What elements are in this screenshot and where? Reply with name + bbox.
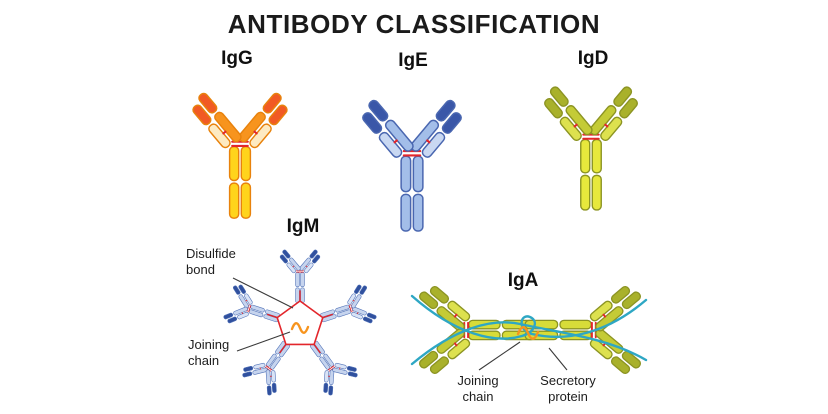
annotation-line: protein	[548, 389, 588, 405]
leader-joining-chain-iga	[478, 341, 521, 371]
label-iga: IgA	[507, 270, 539, 291]
annotation-line: chain	[188, 353, 220, 369]
annotation-joining-chain-igm: Joining chain	[188, 337, 229, 370]
annotation-line: Disulfide	[186, 246, 236, 261]
igm-joining-chain	[290, 322, 310, 334]
iga-joining-chain	[516, 326, 540, 340]
iga-dimer	[410, 281, 648, 379]
annotation-secretory-protein: Secretory protein	[526, 373, 610, 406]
annotation-line: Joining	[457, 373, 499, 388]
igm-monomer	[220, 280, 287, 340]
igm-monomer	[313, 280, 380, 340]
disulfide-spoke	[279, 343, 287, 354]
label-igd: IgD	[577, 48, 609, 69]
igd-structure	[538, 84, 644, 211]
leader-disulfide-bond	[232, 277, 294, 309]
secretory-protein-line	[410, 321, 648, 366]
disulfide-spoke	[267, 313, 278, 319]
annotation-line: chain	[462, 389, 494, 405]
label-igm: IgM	[286, 216, 320, 237]
annotation-line: bond	[186, 262, 215, 278]
disulfide-spoke	[313, 343, 321, 354]
igm-monomer	[294, 329, 363, 400]
iga-monomer	[417, 281, 536, 379]
ige-structure	[356, 97, 468, 233]
disulfide-bond-pentagon	[276, 300, 324, 346]
label-ige: IgE	[398, 50, 428, 71]
leader-joining-chain-igm	[236, 331, 291, 352]
leader-secretory-protein	[548, 347, 568, 371]
disulfide-spoke	[322, 313, 333, 319]
leader-lines	[232, 277, 568, 371]
igg-structure	[186, 90, 294, 220]
diagram-title: ANTIBODY CLASSIFICATION	[227, 9, 601, 39]
igm-pentamer	[220, 248, 380, 400]
annotation-joining-chain-iga: Joining chain	[444, 373, 512, 406]
annotation-line: Secretory	[540, 373, 596, 388]
igm-monomer	[237, 329, 306, 400]
annotation-line: Joining	[188, 337, 230, 352]
annotation-disulfide-bond: Disulfide bond	[186, 246, 236, 279]
label-igg: IgG	[221, 48, 253, 69]
iga-monomer	[524, 281, 643, 379]
